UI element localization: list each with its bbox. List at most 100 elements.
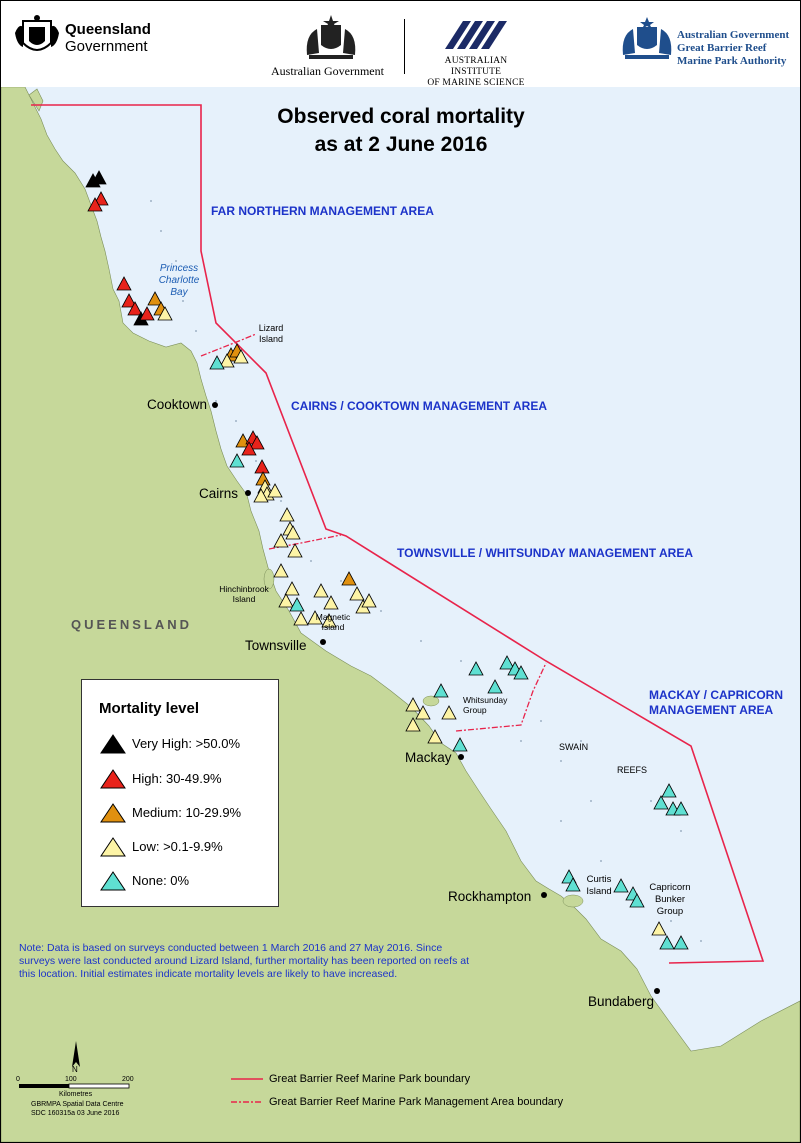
map-title: Observed coral mortality as at 2 June 20… [241,103,561,159]
scale-tick-0: 0 [16,1076,20,1083]
aims-label: Australian Institute of Marine Science [421,56,531,89]
reef-triangle [241,441,257,456]
north-label: N [72,1065,78,1074]
reef-triangle [673,801,689,816]
reef-triangle [273,533,289,548]
reef-triangle [93,191,109,206]
curtis-line1: Curtis [586,874,612,885]
mackay-label: Mackay [405,750,452,765]
princess-line2: Charlotte [158,275,200,286]
very-high-triangle-icon [100,734,126,754]
title-line2: as at 2 June 2016 [314,133,488,156]
reef-triangle [613,878,629,893]
reef-triangle [127,301,143,316]
reef-triangle [91,170,107,185]
magnetic-line2: Island [321,622,345,632]
scale-tick-200: 200 [122,1076,134,1083]
princess-line3: Bay [170,287,188,298]
mortality-legend: Mortality level Very High: >50.0% High: … [81,679,279,907]
reef-triangle [405,697,421,712]
reef-triangle [273,563,289,578]
reef-triangle [415,705,431,720]
reef-triangle [285,525,301,540]
reef-triangle [499,655,515,670]
reef-triangle [279,507,295,522]
reef-triangle [267,483,283,498]
curtis-line2: Island [586,886,612,897]
reef-triangle [487,679,503,694]
townsville-label: Townsville [245,638,307,653]
legend-title: Mortality level [99,700,200,717]
reef-triangle [147,291,163,306]
gbrmpa-label: Australian Government Great Barrier Reef… [677,29,789,68]
reef-triangle [361,593,377,608]
none-triangle-icon [100,871,126,891]
reefs-label: REEFS [617,765,648,775]
reef-triangle [229,453,245,468]
reef-triangle [121,293,137,308]
reef-triangle [157,306,173,321]
capricorn-line1: Capricorn [649,882,691,893]
reef-triangle [341,571,357,586]
reef-map [1,87,800,1142]
north-arrow-icon [72,1041,80,1067]
aims-line2: of Marine Science [427,78,525,88]
park-boundary-label: Great Barrier Reef Marine Park boundary [269,1073,471,1085]
title-line1: Observed coral mortality [277,105,525,128]
reef-triangle [139,306,155,321]
management-boundary-label: Great Barrier Reef Marine Park Managemen… [269,1096,564,1108]
cairns-area-label: CAIRNS / COOKTOWN MANAGEMENT AREA [291,399,547,413]
whitsunday-shape [422,695,440,707]
reef-triangle [233,349,249,364]
queensland-crest-icon [15,15,59,51]
high-triangle-icon [100,769,126,789]
aims-line1: Australian Institute [444,56,508,77]
rockhampton-label: Rockhampton [448,889,532,904]
survey-note: Note: Data is based on surveys conducted… [19,942,469,980]
aims-logo-icon [445,21,507,49]
reef-triangle [249,435,265,450]
reef-triangle [307,610,323,625]
curtis-island-shape [562,894,584,908]
town-markers [212,402,660,994]
lizard-line1: Lizard [258,323,284,333]
townsville-area-label: TOWNSVILLE / WHITSUNDAY MANAGEMENT AREA [397,546,694,560]
scale-bar [19,1083,130,1089]
princess-line1: Princess [159,263,199,274]
reef-triangle [209,355,225,370]
whitsunday-line1: Whitsunday [463,695,508,705]
queensland-government-logo: Queensland Government [65,21,151,55]
reef-triangle [661,783,677,798]
gbrmpa-line1: Australian Government [677,29,790,41]
reef-triangle [278,593,294,608]
legend-label-medium: Medium: 10-29.9% [132,805,242,820]
qld-line2: Government [65,38,148,55]
management-boundary-1 [200,333,257,357]
magnetic-line1: Magnetic [315,612,351,622]
credit-line1: GBRMPA Spatial Data Centre [31,1101,124,1108]
reef-triangle [673,935,689,950]
reef-triangle [219,353,235,368]
princess-charlotte-bay-label: Princess Charlotte Bay [149,263,209,299]
bundaberg-label: Bundaberg [588,994,655,1009]
marine-park-boundary [141,104,765,964]
management-boundary-2 [268,534,342,550]
reef-triangle [289,597,305,612]
gbrmpa-line2: Great Barrier Reef [677,42,767,54]
qld-line1: Queensland [65,21,151,38]
reef-triangle [313,583,329,598]
scale-tick-100: 100 [65,1076,77,1083]
reef-observations [85,170,689,950]
reef-triangle [629,893,645,908]
reef-triangle [565,877,581,892]
legend-label-high: High: 30-49.9% [132,771,222,786]
whitsunday-line2: Group [463,705,487,715]
queensland-label: QUEENSLAND [71,617,193,632]
lizard-island-label: Lizard Island [251,323,291,345]
management-boundary-3 [455,662,547,732]
reef-triangle [253,488,269,503]
reef-triangle [405,717,421,732]
legend-label-very-high: Very High: >50.0% [132,736,241,751]
capricorn-line2: Bunker [654,894,686,905]
reef-triangle [293,611,309,626]
